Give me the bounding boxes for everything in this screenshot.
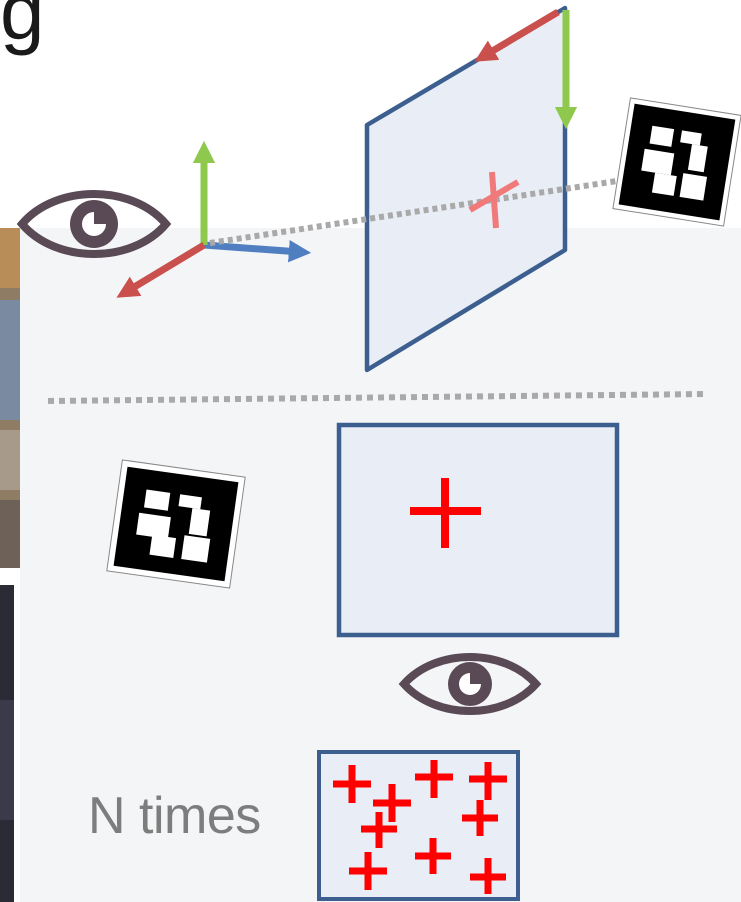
camera-axis-x bbox=[203, 240, 312, 263]
crosshair-icon-1 bbox=[333, 765, 371, 803]
crosshair-icon-8 bbox=[349, 852, 387, 890]
slide-title-fragment: g bbox=[0, 0, 45, 56]
eye-icon-2 bbox=[398, 653, 542, 715]
crosshair-icon-projected bbox=[468, 171, 520, 229]
crosshair-icon bbox=[410, 478, 481, 548]
repeat-label: N times bbox=[88, 787, 261, 845]
crosshair-icon-5 bbox=[462, 800, 498, 836]
crosshair-cluster bbox=[333, 760, 507, 894]
projection-ray bbox=[209, 169, 677, 246]
crosshair-icon-7 bbox=[415, 838, 451, 874]
fiducial-marker-icon bbox=[612, 97, 741, 227]
camera-image bbox=[336, 422, 620, 638]
plane-axis-red bbox=[474, 8, 560, 62]
eye-icon bbox=[16, 190, 172, 258]
crosshair-icon-3 bbox=[469, 762, 507, 800]
left-photo-strip bbox=[0, 228, 20, 902]
fiducial-marker-icon-2 bbox=[106, 459, 246, 589]
crosshair-icon-9 bbox=[470, 858, 506, 894]
crosshair-icon-4 bbox=[373, 784, 411, 822]
crosshair-icon-2 bbox=[415, 760, 453, 798]
camera-axis-z bbox=[116, 242, 206, 298]
crosshair-icon-6 bbox=[361, 812, 397, 848]
